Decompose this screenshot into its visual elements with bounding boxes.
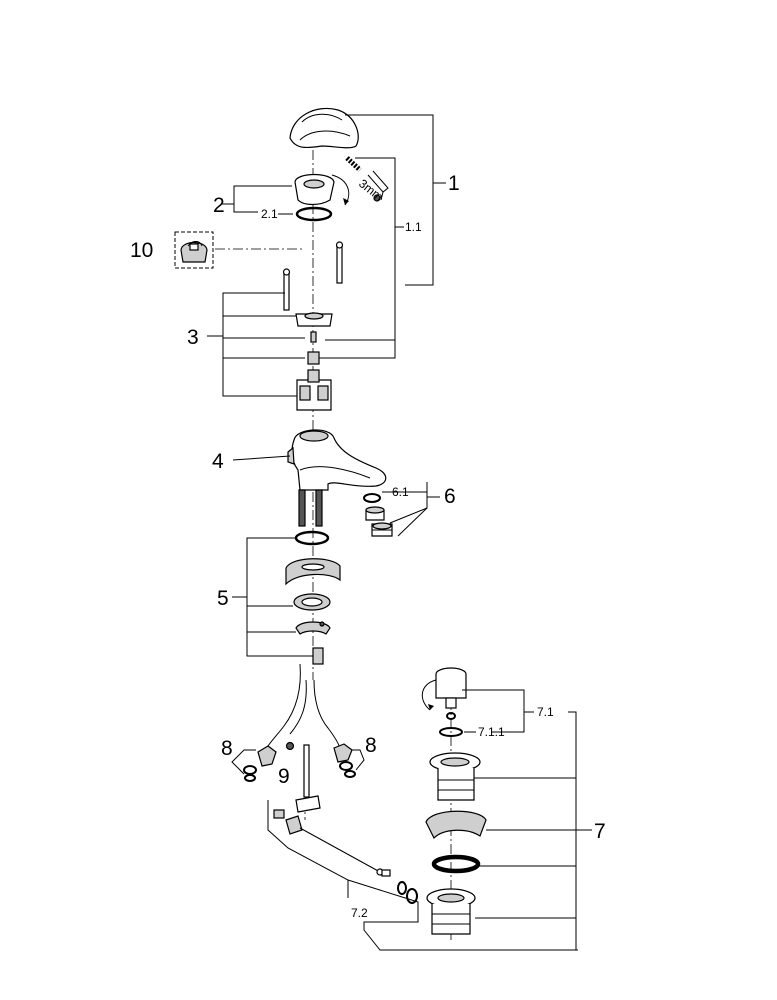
horseshoe-plate: [295, 621, 331, 635]
cartridge-nut: [295, 312, 333, 327]
lever-handle: [289, 107, 359, 149]
drain-o-ring: [431, 854, 481, 874]
spline-adapter: [307, 351, 320, 365]
cap-plug: [174, 231, 214, 269]
label-3: 3: [187, 326, 199, 349]
check-valve: [285, 741, 295, 751]
aerator-seal: [363, 493, 381, 503]
label-1: 1: [448, 172, 460, 195]
drain-body: [426, 888, 476, 935]
washer: [293, 593, 331, 611]
leader-8-right: [352, 749, 365, 771]
o-ring-2-1: [295, 206, 333, 222]
compression-nut-right: [333, 743, 356, 778]
label-9: 9: [278, 765, 290, 788]
leader-8-left: [231, 749, 256, 775]
pop-up-plug: [421, 667, 467, 711]
long-screws: [282, 241, 344, 311]
aerator-inner: [365, 506, 385, 521]
cartridge: [296, 369, 332, 411]
drain-gasket: [425, 810, 487, 840]
leader-7-1: [462, 689, 534, 733]
label-5: 5: [217, 587, 229, 610]
base-gasket: [285, 558, 341, 586]
label-7: 7: [594, 820, 606, 843]
leader-4: [232, 455, 291, 461]
label-7-1: 7.1: [537, 705, 554, 719]
fixing-nut: [312, 647, 324, 665]
label-8-right: 8: [365, 734, 377, 757]
leader-3: [207, 292, 305, 397]
label-7-2: 7.2: [351, 906, 368, 920]
leader-7: [474, 711, 592, 950]
label-6-1: 6.1: [392, 485, 409, 499]
leader-5: [232, 537, 313, 657]
plug-seal: [439, 712, 463, 737]
label-1-1: 1.1: [405, 220, 422, 234]
label-6: 6: [444, 485, 456, 508]
leader-2: [233, 185, 292, 213]
cover-cap: [294, 173, 350, 206]
label-4: 4: [212, 450, 224, 473]
aerator-housing: [371, 522, 393, 537]
set-screw-and-key: [345, 156, 389, 202]
faucet-body: [287, 429, 387, 527]
center-axis: [215, 150, 452, 940]
label-2-1: 2.1: [261, 207, 278, 221]
drain-flange: [429, 752, 481, 801]
compression-nut-left: [243, 745, 277, 782]
small-pin: [310, 331, 317, 343]
label-2: 2: [213, 194, 225, 217]
leader-1-1: [315, 157, 404, 359]
label-8-left: 8: [221, 737, 233, 760]
leader-6: [382, 482, 440, 537]
flexible-hoses: [267, 663, 341, 749]
pop-up-rod: [273, 744, 418, 904]
label-7-1-1: 7.1.1: [478, 725, 505, 739]
base-o-ring: [294, 530, 330, 546]
leader-1: [345, 114, 446, 286]
leader-7-2: [267, 800, 578, 951]
label-10: 10: [130, 239, 153, 262]
